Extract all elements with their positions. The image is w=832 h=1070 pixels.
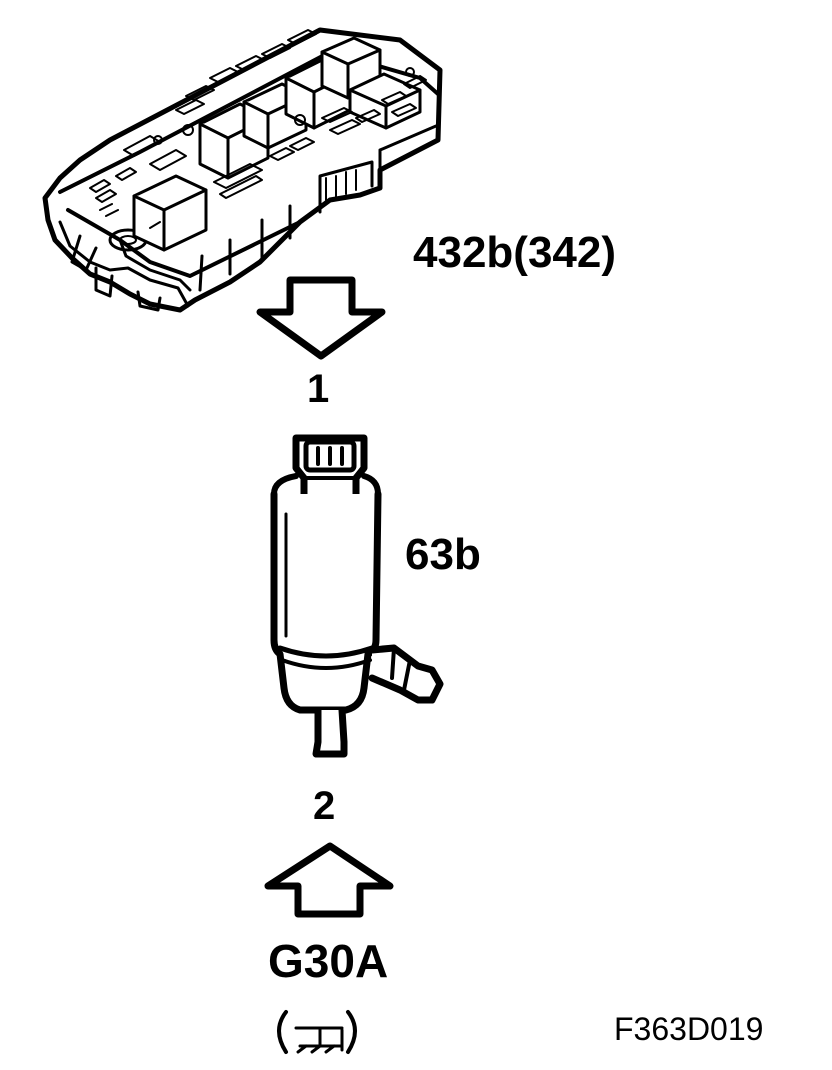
relay-box-label: 432b(342) — [413, 228, 617, 277]
arrow-up-icon — [264, 842, 394, 918]
ground-symbol-icon — [277, 1010, 357, 1054]
pump-label: 63b — [405, 530, 481, 579]
relay-box-illustration — [42, 27, 443, 313]
figure-code: F363D019 — [614, 1011, 764, 1047]
arrow-down-icon — [256, 276, 386, 360]
washer-pump-illustration — [270, 434, 444, 758]
pin-2-label: 2 — [313, 784, 336, 828]
pin-1-label: 1 — [307, 367, 330, 411]
ground-point-label: G30A — [268, 935, 389, 987]
